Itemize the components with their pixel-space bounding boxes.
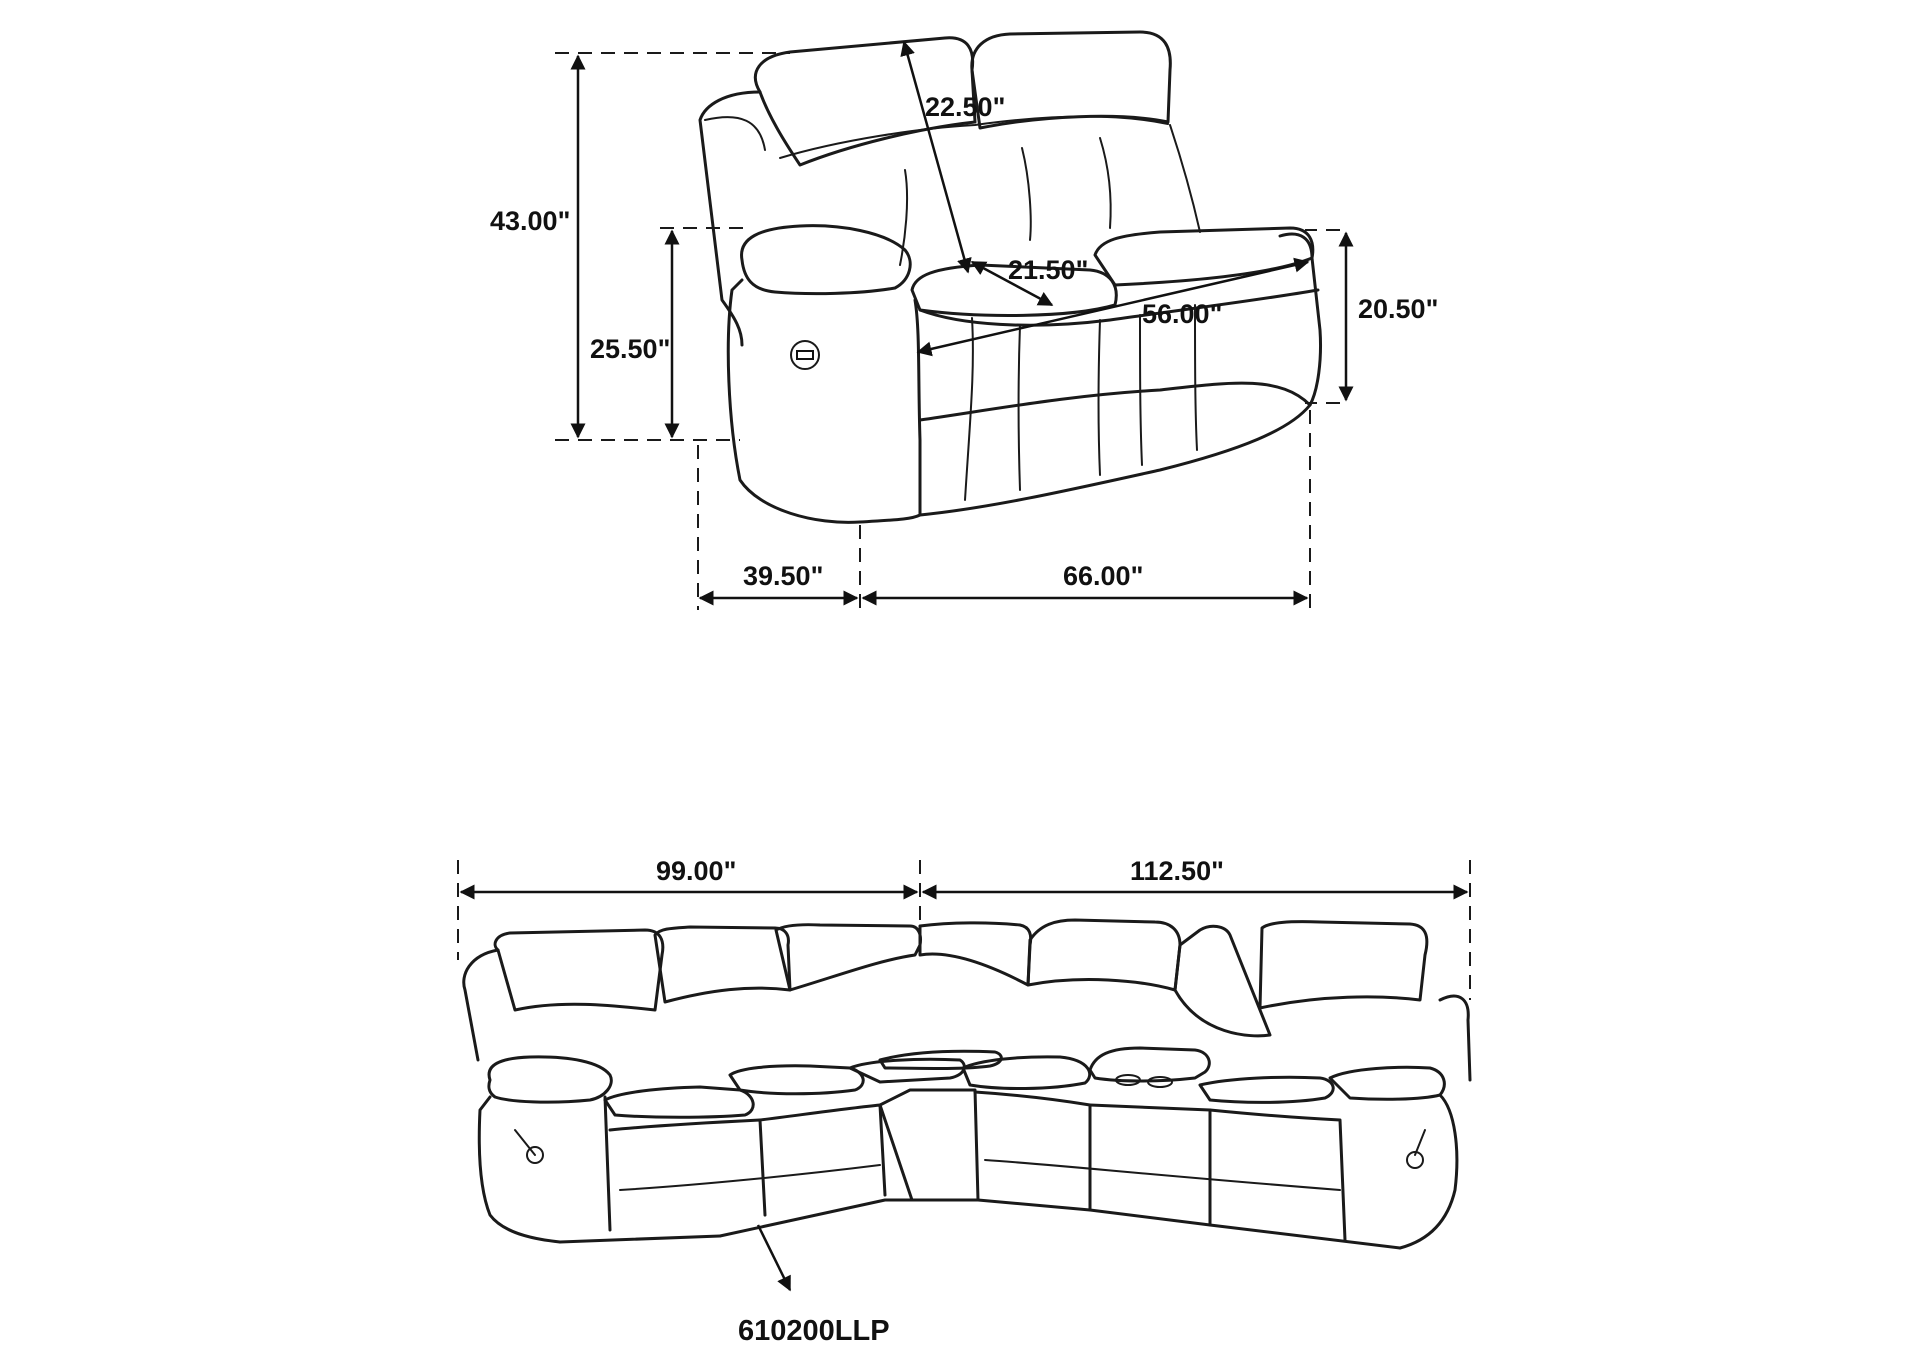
overall-height-label: 43.00" [490,206,570,236]
seat-depth-label: 21.50" [1008,255,1088,285]
overall-width-label: 66.00" [1063,561,1143,591]
left-power-button-icon [526,1146,544,1164]
model-code-label: 610200LLP [738,1315,890,1347]
loveseat-left-side [698,90,762,347]
sectional-right-width-label: 112.50" [1130,856,1224,886]
sectional-drawing [462,918,1472,1292]
right-power-button-icon [1406,1151,1424,1169]
arm-height-label: 25.50" [590,334,670,364]
cup-holder-icon [1115,1074,1141,1086]
loveseat-right-arm [1278,232,1322,407]
power-button-icon [790,340,820,370]
seat-width-label: 56.00" [1142,299,1222,329]
sectional-left-width-label: 99.00" [656,856,736,886]
console [1088,1046,1211,1083]
loveseat-dimensions: 43.00" 25.50" 20.50" 22.50" 21.50" 56.00… [490,40,1438,610]
seat-height-label: 20.50" [1358,294,1438,324]
back-height-label: 22.50" [925,92,1005,122]
sectional-dimensions: 99.00" 112.50" 610200LLP [457,856,1471,1347]
cup-holder-icon [1147,1076,1173,1088]
overall-depth-label: 39.50" [743,561,823,591]
loveseat-left-arm [740,224,912,296]
loveseat-front [918,288,1320,327]
